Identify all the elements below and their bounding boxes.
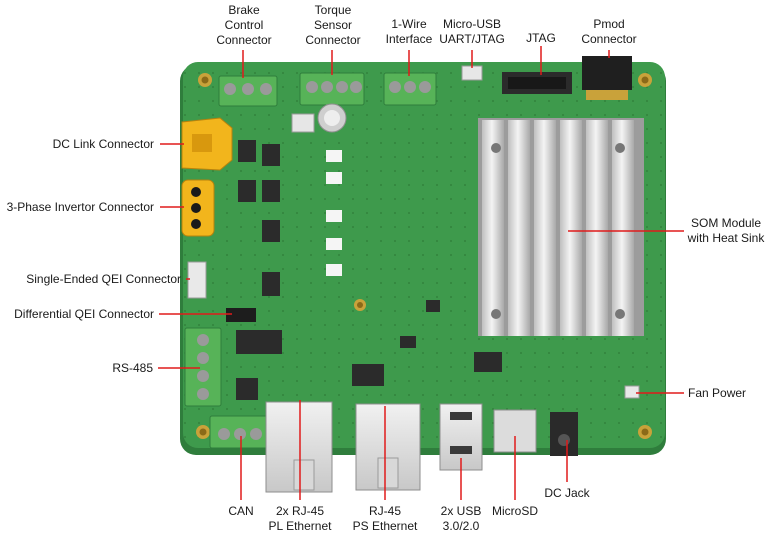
label-can: CAN: [228, 504, 254, 518]
pmod-header-part: [582, 56, 632, 100]
label-rs485: RS-485: [112, 361, 153, 375]
board-components: [236, 103, 502, 400]
microusb-part: [461, 65, 483, 81]
onewire-connector-part: [383, 72, 437, 106]
label-dc-jack: DC Jack: [544, 486, 590, 500]
jtag-header-part: [502, 72, 572, 94]
dc-jack-part: [550, 412, 578, 456]
label-single-ended-qei: Single-Ended QEI Connector: [26, 272, 181, 286]
mounting-holes: [196, 73, 652, 439]
dc-link-connector-part: [181, 117, 233, 171]
single-ended-qei-part: [187, 261, 207, 299]
rj45-pl-part: [265, 401, 333, 493]
rs485-connector-part: [184, 327, 222, 407]
label-dc-link-connector: DC Link Connector: [52, 137, 154, 151]
can-connector-part: [209, 415, 271, 449]
label-three-phase-connector: 3-Phase Invertor Connector: [6, 200, 154, 214]
three-phase-connector-part: [181, 179, 215, 237]
brake-connector-part: [218, 75, 278, 107]
label-differential-qei: Differential QEI Connector: [14, 307, 154, 321]
torque-connector-part: [299, 72, 365, 106]
heat-sink-part: [478, 118, 644, 336]
differential-qei-part: [226, 308, 256, 322]
label-microsd: MicroSD: [491, 504, 538, 518]
leader-lines: [158, 46, 684, 500]
fan-power-part: [624, 385, 640, 399]
rj45-ps-part: [355, 403, 421, 491]
label-jtag: JTAG: [526, 31, 556, 45]
label-fan-power: Fan Power: [688, 386, 747, 400]
